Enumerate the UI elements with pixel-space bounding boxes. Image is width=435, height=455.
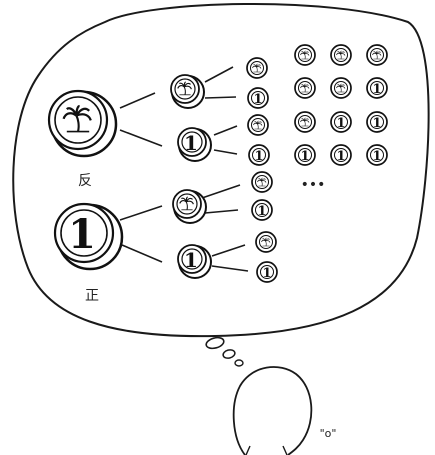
coin-heads-large-value: 1 <box>68 211 96 258</box>
coin-tails-small-3 <box>251 171 273 193</box>
tails-label: 反 <box>78 173 92 189</box>
person-shoulder-right <box>282 445 288 455</box>
trail-bubble-3 <box>234 359 244 367</box>
coin-heads-medium-2: 1 <box>177 244 212 279</box>
surprised-face-label: "o" <box>320 427 337 440</box>
grid-coin-value: 1 <box>336 116 345 131</box>
coin-tails-small-1 <box>246 57 268 79</box>
person-shoulder-left <box>245 445 251 455</box>
coin-heads-small-3: 1 <box>251 199 273 221</box>
grid-coin-tails-1-2 <box>330 44 352 66</box>
grid-coin-heads-3-3: 1 <box>366 111 388 133</box>
grid-coin-value: 1 <box>300 149 309 164</box>
coin-tails-large <box>47 89 118 158</box>
coin-heads-small-4: 1 <box>256 261 278 283</box>
coin-heads-small-2: 1 <box>248 144 270 166</box>
grid-coin-tails-2-1 <box>294 77 316 99</box>
coin-heads-medium-2-value: 1 <box>184 248 198 272</box>
coin-heads-small-4-value: 1 <box>262 266 271 281</box>
grid-coin-tails-3-1 <box>294 111 316 133</box>
grid-coin-value: 1 <box>372 116 381 131</box>
coin-heads-large: 1 <box>53 202 124 271</box>
coin-tails-small-4 <box>255 231 277 253</box>
grid-coin-heads-4-1: 1 <box>294 144 316 166</box>
outcome-coin-grid: 1 1 1 1 1 1 <box>294 44 388 166</box>
more-outcomes-ellipsis: ••• <box>301 177 326 193</box>
grid-coin-tails-1-3 <box>366 44 388 66</box>
grid-coin-value: 1 <box>372 149 381 164</box>
grid-coin-tails-1-1 <box>294 44 316 66</box>
coin-tails-medium-2 <box>172 189 207 224</box>
trail-bubble-2 <box>222 349 236 359</box>
grid-coin-value: 1 <box>372 82 381 97</box>
grid-coin-heads-2-3: 1 <box>366 77 388 99</box>
grid-coin-heads-4-3: 1 <box>366 144 388 166</box>
coin-heads-medium-1: 1 <box>177 127 212 162</box>
grid-coin-tails-2-2 <box>330 77 352 99</box>
person-head <box>232 366 313 455</box>
grid-coin-heads-3-2: 1 <box>330 111 352 133</box>
coin-heads-medium-1-value: 1 <box>184 131 198 155</box>
coin-heads-small-3-value: 1 <box>257 204 266 219</box>
coin-tails-medium-1 <box>170 74 205 109</box>
trail-bubble-1 <box>205 336 225 350</box>
branch-lines <box>119 66 249 272</box>
coin-heads-small-1: 1 <box>247 87 269 109</box>
heads-label: 正 <box>85 288 99 304</box>
coin-heads-small-1-value: 1 <box>253 92 262 107</box>
coin-tails-small-2 <box>247 114 269 136</box>
grid-coin-heads-4-2: 1 <box>330 144 352 166</box>
grid-coin-value: 1 <box>336 149 345 164</box>
coin-heads-small-2-value: 1 <box>254 149 263 164</box>
